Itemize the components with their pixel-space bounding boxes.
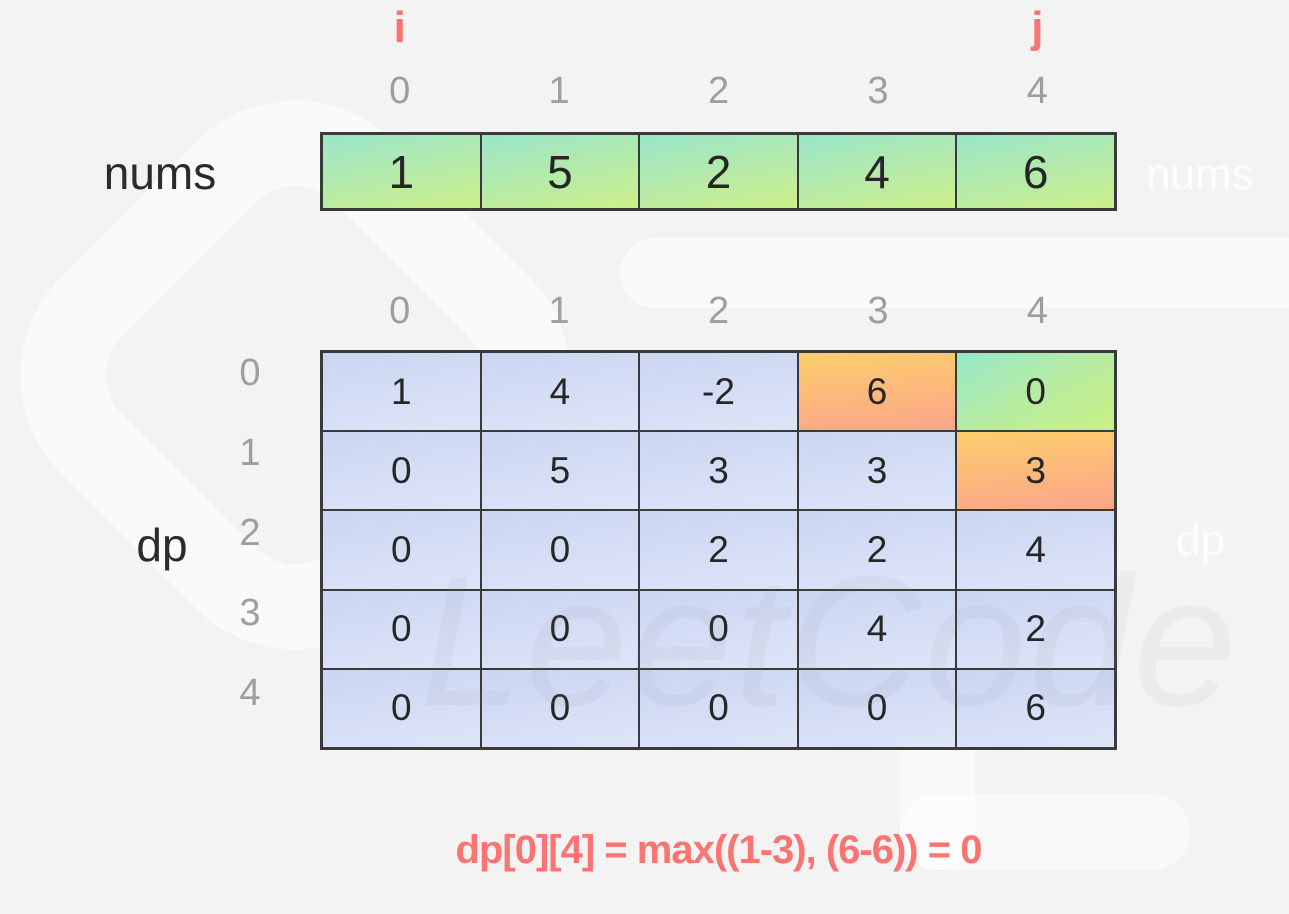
dp-row-index-1: 1: [239, 432, 261, 474]
pointer-empty-slot: [479, 2, 638, 54]
dp-row-index-3: 3: [239, 592, 261, 634]
dp-cell-4-4: 6: [956, 668, 1115, 748]
nums-col-index-0: 0: [389, 70, 411, 112]
pointer-empty-slot: [798, 2, 957, 54]
dp-row-indices: 0 1 2 3 4: [226, 350, 274, 750]
dp-cell-3-2: 0: [639, 589, 798, 669]
dp-col-index-2: 2: [707, 290, 730, 332]
formula-text: dp[0][4] = max((1-3), (6-6)) = 0: [455, 828, 983, 872]
pointer-i-label: i: [393, 3, 406, 52]
nums-cell-1: 5: [480, 134, 640, 209]
dp-label: dp: [136, 519, 188, 571]
dp-cell-3-3: 4: [797, 589, 957, 669]
dp-row-index-2: 2: [239, 512, 261, 554]
dp-cell-1-2: 3: [639, 431, 798, 511]
dp-col-index-0: 0: [389, 290, 411, 332]
nums-col-index-2: 2: [707, 70, 730, 112]
dp-cell-0-0: 1: [322, 352, 481, 432]
dp-col-index-4: 4: [1026, 290, 1048, 332]
dp-cell-3-1: 0: [480, 589, 640, 669]
watermark-dp-label: dp: [1176, 516, 1225, 565]
dp-cell-4-0: 0: [322, 668, 481, 748]
dp-column-indices: 0 1 2 3 4: [320, 288, 1117, 334]
pointer-j-label: j: [1031, 3, 1044, 52]
dp-cell-3-0: 0: [322, 589, 481, 669]
dp-cell-2-0: 0: [322, 510, 481, 590]
dp-cell-1-3: 3: [797, 431, 957, 511]
dp-cell-2-2: 2: [639, 510, 798, 590]
dp-cell-3-4: 2: [956, 589, 1115, 669]
nums-cell-4: 6: [956, 134, 1115, 209]
nums-col-index-1: 1: [548, 70, 570, 112]
dp-cell-4-1: 0: [480, 668, 640, 748]
watermark-logo-bar-horizontal: [620, 238, 1289, 308]
nums-col-index-3: 3: [867, 70, 889, 112]
dp-row-index-0: 0: [239, 352, 261, 394]
dp-row-index-4: 4: [239, 672, 261, 714]
dp-cell-0-1: 4: [480, 352, 640, 432]
dp-cell-0-3: 6: [797, 352, 957, 432]
nums-cell-3: 4: [797, 134, 957, 209]
dp-cell-2-3: 2: [797, 510, 957, 590]
dp-cell-2-1: 0: [480, 510, 640, 590]
dp-col-index-3: 3: [867, 290, 889, 332]
watermark-logo-bar-bottom: [900, 795, 1190, 870]
dp-cell-0-4: 0: [956, 352, 1115, 432]
nums-cell-0: 1: [322, 134, 481, 209]
nums-label: nums: [103, 147, 217, 199]
nums-column-indices: 0 1 2 3 4: [320, 68, 1117, 114]
pointer-empty-slot: [639, 2, 798, 54]
dp-cell-0-2: -2: [639, 352, 798, 432]
dp-cell-1-1: 5: [480, 431, 640, 511]
dp-cell-2-4: 4: [956, 510, 1115, 590]
dp-cell-4-2: 0: [639, 668, 798, 748]
nums-col-index-4: 4: [1026, 70, 1048, 112]
dp-col-index-1: 1: [548, 290, 570, 332]
dp-cell-1-4: 3: [956, 431, 1115, 511]
dp-cell-4-3: 0: [797, 668, 957, 748]
watermark-nums-label: nums: [1146, 150, 1254, 199]
nums-cell-2: 2: [639, 134, 798, 209]
dp-cell-1-0: 0: [322, 431, 481, 511]
